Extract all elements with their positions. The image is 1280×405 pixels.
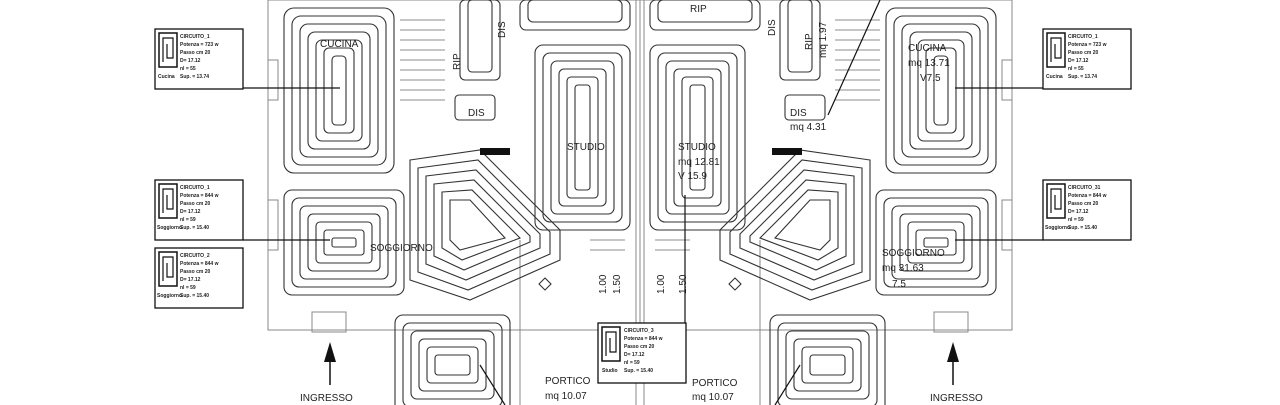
pipe-coil-studio-right [649, 44, 746, 231]
pipe-coil-diamond-left [409, 149, 561, 301]
circuit-box-mid-right: CIRCUITO_31 Potenza = 844 w Passo cm 20 … [1042, 179, 1132, 241]
room-label-cucina-right: CUCINA [908, 43, 947, 54]
room-area-portico-right: mq 10.07 [692, 392, 734, 403]
manifold-left [480, 148, 510, 155]
circuit-sup: Sup. = 13.74 [180, 74, 209, 80]
circuit-passo: Passo cm 20 [1068, 50, 1099, 56]
dimension-1-50-right: 1.50 [678, 274, 689, 294]
pipe-coil-soggiorno-right [875, 189, 997, 296]
circuit-potenza: Potenza = 844 w [180, 261, 219, 267]
room-label-portico-right: PORTICO [692, 378, 738, 389]
circuit-passo: Passo cm 20 [180, 50, 211, 56]
room-label-rip-right: RIP [804, 33, 815, 50]
leader-lines [243, 0, 1043, 405]
pipe-coil-portico-left [394, 314, 511, 405]
circuit-room: Studio [602, 368, 618, 374]
circuit-id: CIRCUITO_1 [180, 34, 210, 40]
room-label-dis-left-vertical: DIS [497, 21, 508, 38]
circuit-room: Soggiorno [1045, 225, 1070, 231]
circuit-length: nl = 55 [180, 66, 196, 72]
circuit-sup: Sup. = 15.40 [624, 368, 653, 374]
manifold-right [772, 148, 802, 155]
room-label-studio-right: STUDIO [678, 142, 716, 153]
circuit-box-top-right: CIRCUITO_1 Potenza = 723 w Passo cm 20 D… [1042, 28, 1132, 90]
circuit-potenza: Potenza = 723 w [180, 42, 219, 48]
circuit-sup: Sup. = 13.74 [1068, 74, 1097, 80]
entrance-arrow-left [324, 342, 336, 385]
circuit-passo: Passo cm 20 [180, 269, 211, 275]
entrance-label-right: INGRESSO [930, 393, 983, 404]
room-area-soggiorno-right: mq 31.63 [882, 263, 924, 274]
circuit-id: CIRCUITO_31 [1068, 185, 1101, 191]
circuit-id: CIRCUITO_1 [1068, 34, 1098, 40]
circuit-dt: D= 17.12 [1068, 209, 1089, 215]
circuit-id: CIRCUITO_3 [624, 328, 654, 334]
circuit-dt: D= 17.12 [1068, 58, 1089, 64]
room-label-cucina-left: CUCINA [320, 39, 359, 50]
room-area-studio-right: mq 12.81 [678, 157, 720, 168]
circuit-box-mid-left: CIRCUITO_1 Potenza = 844 w Passo cm 20 D… [154, 179, 244, 241]
circuit-dt: D= 17.12 [180, 277, 201, 283]
pipe-coil-studio-left [534, 44, 631, 231]
circuit-length: nl = 59 [624, 360, 640, 366]
dimension-1-00-left: 1.00 [598, 274, 609, 294]
circuit-room: Cucina [1046, 74, 1063, 80]
pipe-coil-soggiorno-left [283, 189, 405, 296]
room-vol-studio-right: V 15.9 [678, 171, 707, 182]
building-walls [267, 0, 1013, 405]
circuit-sup: Sup. = 15.40 [180, 293, 209, 299]
room-area-portico-left: mq 10.07 [545, 391, 587, 402]
room-area-cucina-right: mq 13.71 [908, 58, 950, 69]
entrance-arrow-right [947, 342, 959, 385]
pipe-coil-diamond-right [719, 149, 871, 301]
room-vol-soggiorno-right: 7.5 [892, 279, 906, 290]
circuit-potenza: Potenza = 844 w [1068, 193, 1107, 199]
room-area-dis-right: mq 4.31 [790, 122, 827, 133]
room-label-rip-top-center: RIP [690, 4, 707, 15]
entrance-label-left: INGRESSO [300, 393, 353, 404]
circuit-box-center: CIRCUITO_3 Potenza = 844 w Passo cm 20 D… [597, 322, 687, 384]
circuit-dt: D= 17.12 [180, 58, 201, 64]
pipe-coil-cucina-right [885, 7, 997, 174]
circuit-length: nl = 59 [180, 217, 196, 223]
room-area-rip-right: mq 1.97 [818, 21, 829, 58]
circuit-room: Soggiorno [157, 293, 182, 299]
circuit-potenza: Potenza = 844 w [180, 193, 219, 199]
pipe-coil-cucina-left [283, 7, 395, 174]
circuit-room: Cucina [158, 74, 175, 80]
room-label-studio-left: STUDIO [567, 142, 605, 153]
circuit-id: CIRCUITO_1 [180, 185, 210, 191]
circuit-length: nl = 55 [1068, 66, 1084, 72]
room-label-rip-top-left: RIP [452, 53, 463, 70]
circuit-length: nl = 59 [180, 285, 196, 291]
room-label-dis-left: DIS [468, 108, 485, 119]
circuit-id: CIRCUITO_2 [180, 253, 210, 259]
circuit-sup: Sup. = 15.40 [1068, 225, 1097, 231]
circuit-length: nl = 59 [1068, 217, 1084, 223]
room-label-portico-left: PORTICO [545, 376, 591, 387]
circuit-box-top-left: CIRCUITO_1 Potenza = 723 w Passo cm 20 D… [154, 28, 244, 90]
room-label-dis-right-vertical: DIS [767, 19, 778, 36]
circuit-potenza: Potenza = 723 w [1068, 42, 1107, 48]
circuit-room: Soggiorno [157, 225, 182, 231]
circuit-potenza: Potenza = 844 w [624, 336, 663, 342]
room-label-soggiorno-right: SOGGIORNO [882, 248, 945, 259]
room-label-soggiorno-left: SOGGIORNO [370, 243, 433, 254]
circuit-dt: D= 17.12 [180, 209, 201, 215]
room-label-dis-right: DIS [790, 108, 807, 119]
circuit-dt: D= 17.12 [624, 352, 645, 358]
dimension-1-50-left: 1.50 [612, 274, 623, 294]
circuit-sup: Sup. = 15.40 [180, 225, 209, 231]
circuit-box-low-left: CIRCUITO_2 Potenza = 844 w Passo cm 20 D… [154, 247, 244, 309]
pipe-coil-portico-right [769, 314, 886, 405]
circuit-passo: Passo cm 20 [180, 201, 211, 207]
dimension-1-00-right: 1.00 [656, 274, 667, 294]
room-vol-cucina-right: V7.5 [920, 73, 941, 84]
circuit-passo: Passo cm 20 [624, 344, 655, 350]
pipe-coil-top-strips [454, 0, 826, 121]
circuit-passo: Passo cm 20 [1068, 201, 1099, 207]
